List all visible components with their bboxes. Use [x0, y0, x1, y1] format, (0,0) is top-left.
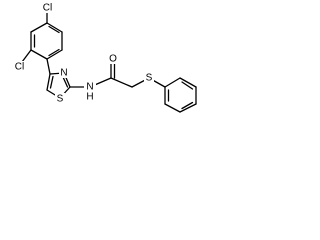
atom-label: Cl — [15, 62, 24, 73]
double-bond-inner — [48, 25, 60, 34]
bond — [179, 77, 197, 88]
double-bond-inner — [62, 76, 69, 88]
atom-label: O — [109, 54, 117, 65]
bond — [46, 58, 51, 75]
chemical-structure-diagram: Cl Cl S N N H O S — [12, 2, 197, 113]
bond — [30, 22, 48, 33]
bond-carbonyl-ch2 — [110, 77, 133, 88]
atom-cl-top: Cl — [40, 2, 55, 14]
atom-s-thioether: S — [144, 72, 154, 84]
bond — [30, 49, 48, 60]
atom-label: N — [60, 68, 67, 79]
atom-nh: N H — [84, 81, 96, 103]
atom-n-thiazole: N — [59, 67, 69, 79]
atom-label: Cl — [43, 3, 52, 14]
atom-s-thiazole: S — [55, 93, 65, 105]
atom-label: N — [86, 82, 93, 93]
double-bond-inner — [49, 75, 54, 89]
bond — [46, 49, 63, 60]
atom-label: S — [146, 73, 153, 84]
double-bond-inner — [48, 48, 60, 57]
phenyl-ring — [164, 77, 197, 113]
bond — [46, 22, 63, 33]
double-bond-inner — [181, 101, 194, 110]
bond-cl-left — [21, 49, 32, 63]
bond — [179, 103, 197, 113]
atom-label: S — [57, 94, 64, 105]
atom-o: O — [107, 53, 119, 65]
bond — [164, 103, 181, 113]
atom-label-h: H — [86, 92, 93, 103]
bond — [164, 77, 181, 88]
dichlorophenyl-ring — [30, 22, 63, 60]
atom-cl-left: Cl — [12, 61, 27, 73]
double-bond-inner — [181, 81, 194, 90]
bond — [46, 73, 51, 91]
